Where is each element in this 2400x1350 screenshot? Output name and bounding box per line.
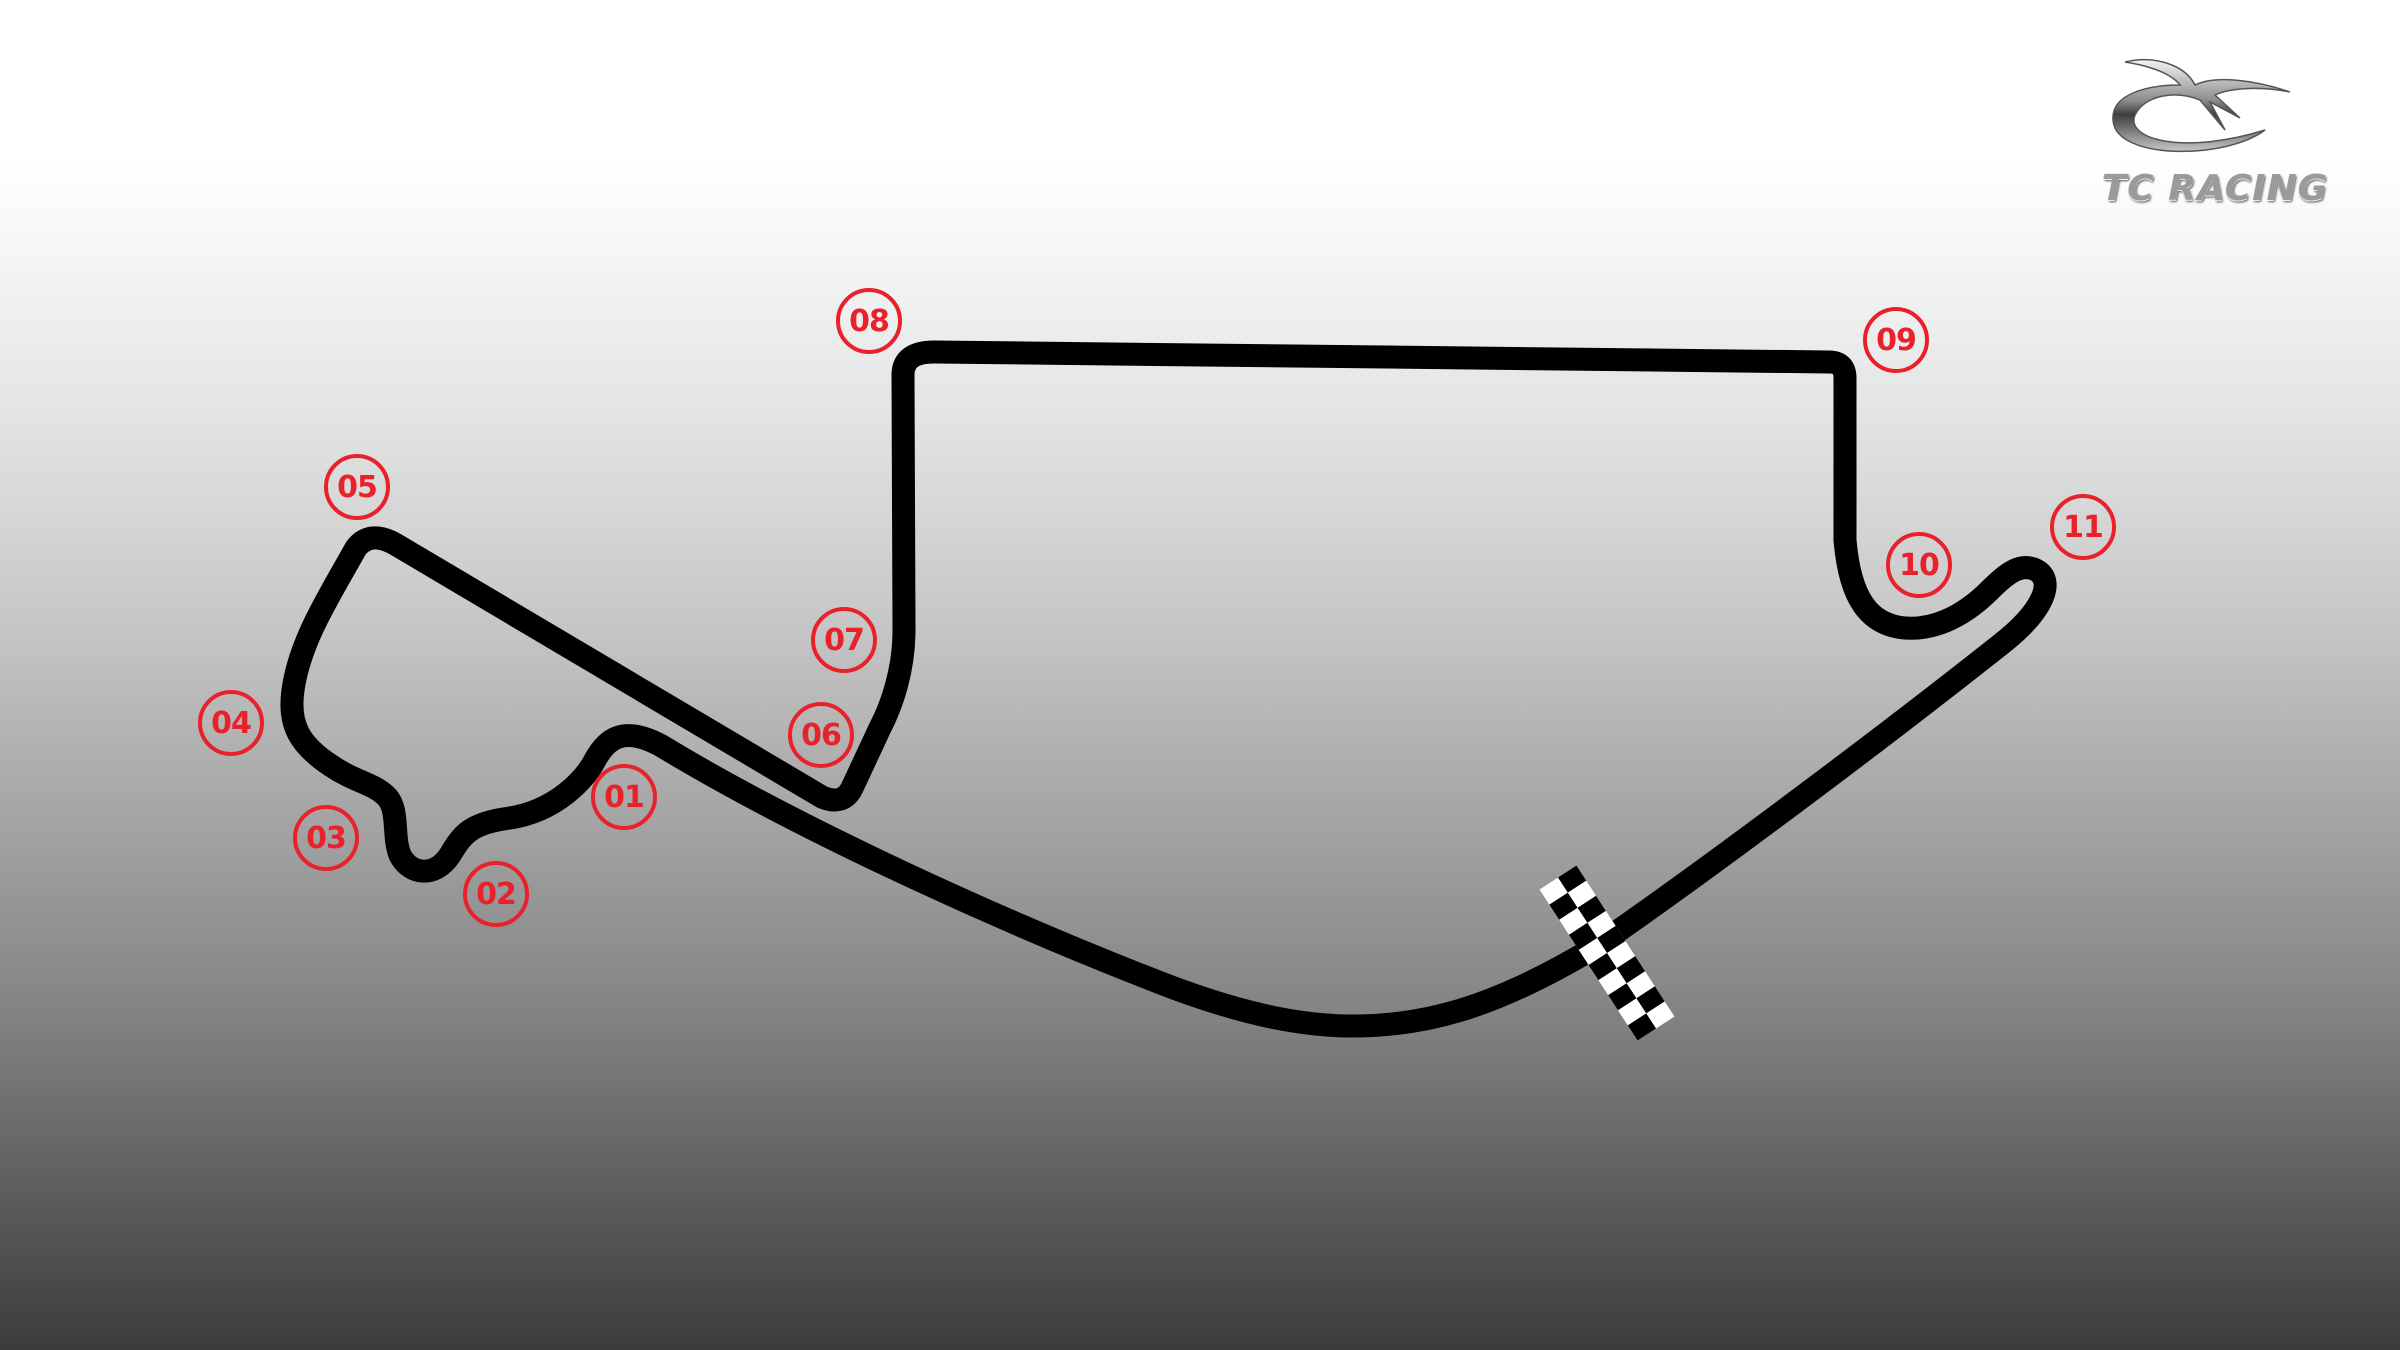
turn-number: 03: [306, 820, 347, 856]
turn-marker-03: 03: [293, 805, 359, 871]
checkered-flag-icon: [1539, 865, 1675, 1041]
turn-marker-07: 07: [811, 607, 877, 673]
turn-number: 09: [1876, 322, 1917, 358]
turn-marker-08: 08: [836, 288, 902, 354]
turn-marker-06: 06: [788, 702, 854, 768]
turn-number: 01: [604, 779, 645, 815]
turn-number: 05: [337, 469, 378, 505]
tc-racing-emblem-icon: [2112, 59, 2291, 153]
turn-number: 07: [824, 622, 865, 658]
tc-racing-logo: TC RACING: [2075, 50, 2355, 220]
turn-number: 11: [2063, 509, 2104, 545]
turn-number: 06: [801, 717, 842, 753]
turn-marker-10: 10: [1886, 532, 1952, 598]
logo-text: TC RACING: [2101, 168, 2329, 209]
race-track: [280, 340, 2057, 1038]
turn-marker-02: 02: [463, 861, 529, 927]
turn-marker-04: 04: [198, 690, 264, 756]
turn-number: 08: [849, 303, 890, 339]
turn-number: 02: [476, 876, 517, 912]
turn-marker-11: 11: [2050, 494, 2116, 560]
turn-marker-01: 01: [591, 764, 657, 830]
turn-number: 04: [211, 705, 252, 741]
turn-marker-09: 09: [1863, 307, 1929, 373]
turn-number: 10: [1899, 547, 1940, 583]
turn-marker-05: 05: [324, 454, 390, 520]
